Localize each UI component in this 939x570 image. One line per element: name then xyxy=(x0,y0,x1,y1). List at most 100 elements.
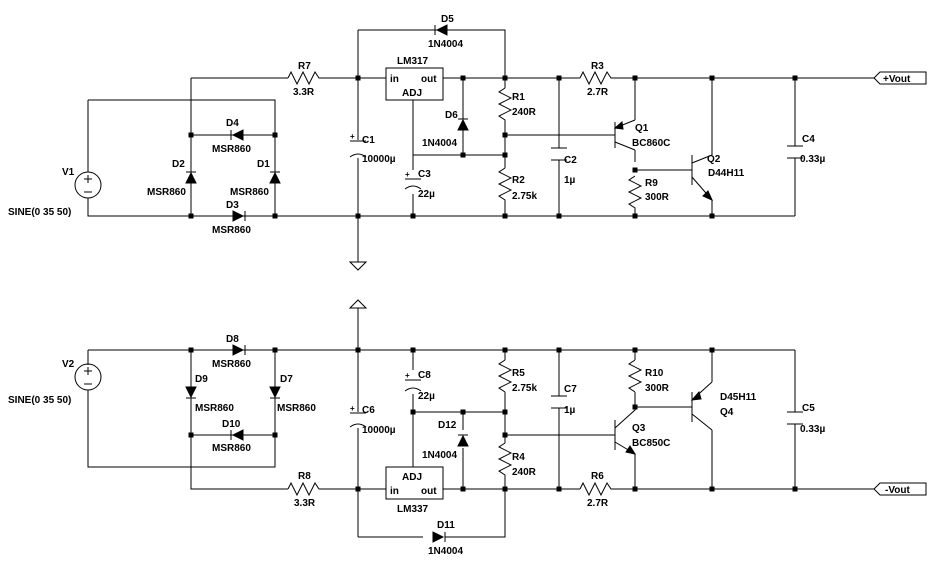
d3-value-label: MSR860 xyxy=(212,225,251,236)
d9-value-label: MSR860 xyxy=(195,403,234,414)
d6-ref-label: D6 xyxy=(445,110,458,121)
q4-transistor-icon xyxy=(690,381,713,431)
c3-capacitor-icon: + xyxy=(404,170,422,190)
q1-transistor-icon xyxy=(613,119,636,151)
v1-value-label: SINE(0 35 50) xyxy=(8,207,71,218)
d2-diode-icon xyxy=(185,171,197,184)
c5-value-label: 0.33µ xyxy=(800,424,825,435)
c4-capacitor-icon xyxy=(787,145,803,159)
r5-resistor-icon xyxy=(497,359,513,393)
c1-ref-label: C1 xyxy=(362,135,375,146)
c8-value-label: 22µ xyxy=(418,391,435,402)
r9-resistor-icon xyxy=(627,175,643,210)
q3-transistor-icon xyxy=(614,407,637,455)
svg-text:+: + xyxy=(350,132,355,141)
top-wires xyxy=(87,29,880,262)
lm337-out-pin: out xyxy=(421,486,437,497)
d11-diode-icon xyxy=(432,531,446,543)
q2-value-label: D44H11 xyxy=(708,168,745,179)
v2-source-icon xyxy=(74,363,102,391)
d1-value-label: MSR860 xyxy=(230,187,269,198)
r10-ref-label: R10 xyxy=(645,368,664,379)
d2-value-label: MSR860 xyxy=(147,187,186,198)
c6-ref-label: C6 xyxy=(362,405,375,416)
c8-ref-label: C8 xyxy=(418,370,431,381)
lm337-in-pin: in xyxy=(390,486,399,497)
d8-diode-icon xyxy=(232,344,246,356)
c1-capacitor-icon: + xyxy=(349,132,367,158)
d5-value-label: 1N4004 xyxy=(428,39,463,50)
r8-ref-label: R8 xyxy=(298,471,311,482)
lm337-regulator xyxy=(385,466,444,500)
d10-ref-label: D10 xyxy=(222,419,241,430)
r7-value-label: 3.3R xyxy=(293,87,315,98)
d12-value-label: 1N4004 xyxy=(422,450,457,461)
r3-value-label: 2.7R xyxy=(587,87,609,98)
d8-value-label: MSR860 xyxy=(212,359,251,370)
d7-value-label: MSR860 xyxy=(277,403,316,414)
r3-ref-label: R3 xyxy=(591,61,604,72)
d5-ref-label: D5 xyxy=(441,14,454,25)
q2-ref-label: Q2 xyxy=(707,154,721,165)
d1-diode-icon xyxy=(269,171,281,184)
lm317-adj-pin: ADJ xyxy=(402,88,422,99)
pos-output-label: +Vout xyxy=(883,74,911,85)
d4-ref-label: D4 xyxy=(226,118,239,129)
r7-ref-label: R7 xyxy=(298,61,311,72)
v1-ref-label: V1 xyxy=(62,167,75,178)
q4-value-label: D45H11 xyxy=(720,392,757,403)
d11-value-label: 1N4004 xyxy=(428,546,463,557)
d2-ref-label: D2 xyxy=(172,159,185,170)
c3-value-label: 22µ xyxy=(418,189,435,200)
q1-ref-label: Q1 xyxy=(635,123,649,134)
lm337-adj-pin: ADJ xyxy=(402,472,422,483)
q2-transistor-icon xyxy=(691,154,713,201)
d3-diode-icon xyxy=(232,210,246,222)
d7-diode-icon xyxy=(269,386,281,399)
r6-resistor-icon xyxy=(579,481,615,497)
svg-text:+: + xyxy=(350,404,355,413)
r9-ref-label: R9 xyxy=(645,178,658,189)
r4-ref-label: R4 xyxy=(512,452,525,463)
d1-ref-label: D1 xyxy=(257,159,270,170)
neg-output-port xyxy=(873,482,927,496)
d4-diode-icon xyxy=(230,129,244,141)
r5-value-label: 2.75k xyxy=(512,383,537,394)
lm317-ref-label: LM317 xyxy=(397,56,429,67)
v2-ref-label: V2 xyxy=(62,359,75,370)
d12-ref-label: D12 xyxy=(438,420,457,431)
r6-ref-label: R6 xyxy=(591,471,604,482)
d6-diode-icon xyxy=(457,108,469,140)
r7-resistor-icon xyxy=(287,70,322,86)
d4-value-label: MSR860 xyxy=(212,144,251,155)
c7-value-label: 1µ xyxy=(564,405,576,416)
r10-value-label: 300R xyxy=(645,383,670,394)
c3-ref-label: C3 xyxy=(418,169,431,180)
pos-output-port xyxy=(873,71,927,85)
bottom-wires xyxy=(87,308,880,538)
c6-value-label: 10000µ xyxy=(362,425,396,436)
c8-capacitor-icon: + xyxy=(404,371,422,392)
ground-icon-inverted xyxy=(348,299,368,309)
d12-diode-icon xyxy=(457,434,469,447)
c4-value-label: 0.33µ xyxy=(800,154,825,165)
r4-value-label: 240R xyxy=(512,467,537,478)
c5-ref-label: C5 xyxy=(802,403,815,414)
c1-value-label: 10000µ xyxy=(362,154,396,165)
d11-ref-label: D11 xyxy=(437,520,455,531)
lm337-ref-label: LM337 xyxy=(397,504,429,515)
c6-capacitor-icon: + xyxy=(349,404,367,428)
r3-resistor-icon xyxy=(579,70,615,86)
r8-value-label: 3.3R xyxy=(294,498,316,509)
d7-ref-label: D7 xyxy=(280,374,293,385)
c7-capacitor-icon xyxy=(551,395,567,409)
r4-resistor-icon xyxy=(497,442,513,477)
lm317-in-pin: in xyxy=(390,74,399,85)
lm317-regulator xyxy=(385,67,444,101)
junction-dots xyxy=(188,75,798,492)
r2-value-label: 2.75k xyxy=(512,191,537,202)
r5-ref-label: R5 xyxy=(512,368,525,379)
d10-diode-icon xyxy=(230,429,244,441)
r1-ref-label: R1 xyxy=(512,92,525,103)
neg-output-label: -Vout xyxy=(885,485,910,496)
